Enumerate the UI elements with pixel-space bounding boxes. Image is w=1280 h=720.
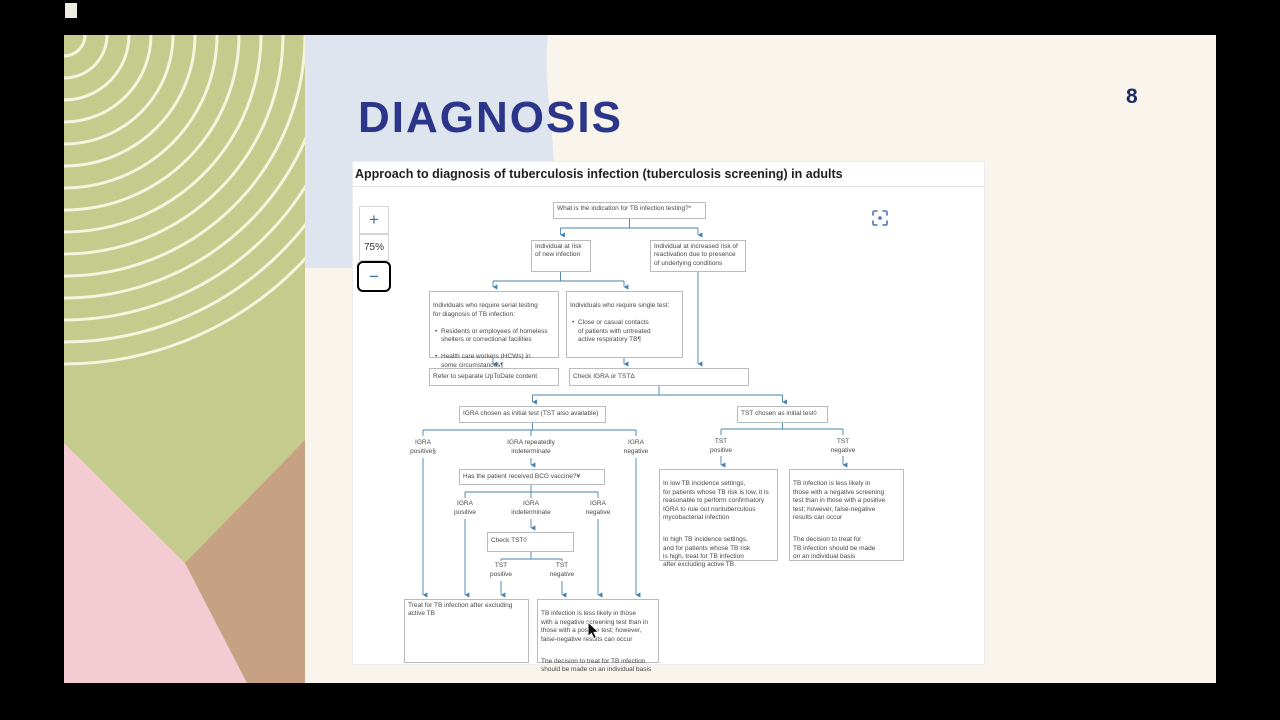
- node-risk-new-infection: Individual at risk of new infection: [531, 240, 591, 272]
- label-igra-positive: IGRA positive§: [410, 439, 436, 455]
- page-title: DIAGNOSIS: [358, 93, 623, 142]
- label-igra-repeatedly-indeterminate: IGRA repeatedly indeterminate: [507, 439, 555, 455]
- slide-page-number: 8: [1126, 85, 1138, 108]
- node-tb-less-likely-right-p1: TB infection is less likely in those wit…: [793, 480, 886, 522]
- focus-expand-icon[interactable]: [871, 209, 889, 227]
- presentation-slide: DIAGNOSIS 8 Approach to diagnosis of tub…: [64, 35, 1216, 683]
- flowchart: What is the indication for TB infection …: [353, 188, 986, 673]
- top-bar-artifact: [65, 3, 77, 18]
- node-tst-initial: TST chosen as initial test◊: [737, 406, 828, 423]
- label-igra-negative-2: IGRA negative: [585, 500, 611, 516]
- label-tst-negative: TST negative: [830, 438, 856, 454]
- node-check-tst: Check TST◊: [487, 532, 574, 552]
- node-serial-bullet-1: Residents or employees of homeless shelt…: [433, 328, 555, 345]
- zoom-in-button[interactable]: +: [359, 206, 389, 234]
- node-bcg-question: Has the patient received BCG vaccine?¥: [459, 469, 605, 485]
- pink-triangle: [64, 443, 247, 683]
- node-serial-bullet-2: Health care workers (HCWs) in some circu…: [433, 353, 555, 370]
- label-tst-negative-2: TST negative: [549, 562, 575, 578]
- node-tb-less-likely-mid: TB infection is less likely in those wit…: [537, 599, 659, 673]
- node-question-indication: What is the indication for TB infection …: [553, 202, 706, 219]
- node-check-igra-tst: Check IGRA or TSTΔ: [569, 368, 749, 386]
- zoom-out-button[interactable]: −: [357, 261, 391, 292]
- label-tst-positive: TST positive: [709, 438, 733, 454]
- node-low-incidence: In low TB incidence settings, for patien…: [659, 469, 778, 568]
- node-low-incidence-p2: In high TB incidence settings, and for p…: [663, 536, 751, 569]
- tan-triangle: [185, 440, 305, 683]
- label-igra-positive-2: IGRA positive: [453, 500, 477, 516]
- zoom-level-readout: 75%: [359, 234, 389, 261]
- uptodate-graphic-panel: Approach to diagnosis of tuberculosis in…: [352, 161, 986, 673]
- node-tb-less-likely-right: TB infection is less likely in those wit…: [789, 469, 904, 561]
- label-tst-positive-2: TST positive: [489, 562, 513, 578]
- node-serial-title: Individuals who require serial testing f…: [433, 302, 538, 318]
- flowchart-connectors: [422, 219, 848, 598]
- node-tb-less-likely-mid-p2: The decision to treat for TB infection s…: [541, 657, 652, 674]
- node-single-title: Individuals who require single test:: [570, 302, 670, 310]
- label-igra-negative: IGRA negative: [623, 439, 649, 455]
- node-treat-tb: Treat for TB infection after excluding a…: [404, 599, 529, 663]
- mouse-cursor: [587, 621, 600, 640]
- node-tb-less-likely-right-p2: The decision to treat for TB infection s…: [793, 536, 876, 560]
- node-serial-testing: Individuals who require serial testing f…: [429, 291, 559, 369]
- left-decor-strip: [64, 35, 305, 683]
- node-single-test: Individuals who require single test: Clo…: [566, 291, 683, 358]
- node-igra-initial: IGRA chosen as initial test (TST also av…: [459, 406, 606, 423]
- node-risk-reactivation: Individual at increased risk of reactiva…: [650, 240, 746, 272]
- node-refer-uptodate: Refer to separate UpToDate content: [429, 368, 559, 386]
- node-single-bullet-1: Close or casual contacts of patients wit…: [570, 319, 679, 344]
- graphic-title: Approach to diagnosis of tuberculosis in…: [353, 162, 984, 187]
- node-low-incidence-p1: In low TB incidence settings, for patien…: [663, 480, 769, 522]
- label-igra-indeterminate-2: IGRA indeterminate: [511, 500, 551, 516]
